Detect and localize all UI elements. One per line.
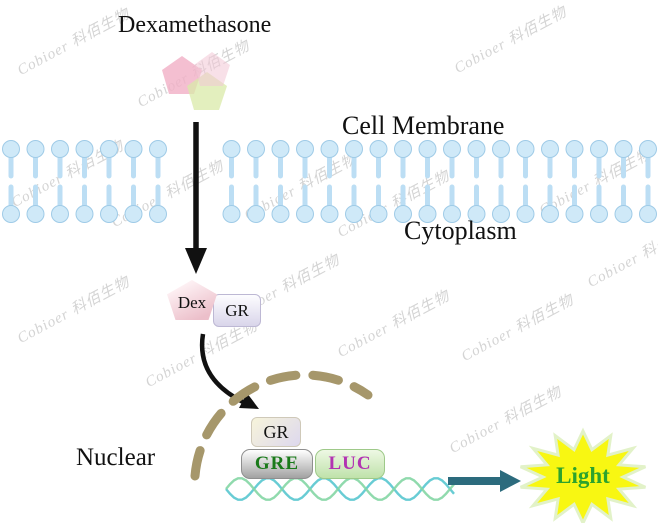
entry-arrow xyxy=(185,122,207,274)
cell-membrane-label: Cell Membrane xyxy=(342,111,505,140)
gr-receptor-nucleus: GR xyxy=(251,417,301,447)
light-starburst xyxy=(519,427,647,523)
light-output-arrow xyxy=(448,470,521,492)
gr-receptor-cytoplasm: GR xyxy=(213,294,261,327)
nuclear-label: Nuclear xyxy=(76,444,156,471)
dna-helix xyxy=(225,477,455,501)
title-dexamethasone: Dexamethasone xyxy=(118,12,272,38)
gre-element: GRE xyxy=(241,449,313,479)
cytoplasm-label: Cytoplasm xyxy=(404,216,517,245)
cell-membrane-bilayer xyxy=(2,140,657,223)
nuclear-envelope xyxy=(190,370,373,481)
luc-reporter: LUC xyxy=(315,449,385,479)
light-label: Light xyxy=(556,463,610,488)
dexamethasone-molecule-icon xyxy=(162,52,230,110)
